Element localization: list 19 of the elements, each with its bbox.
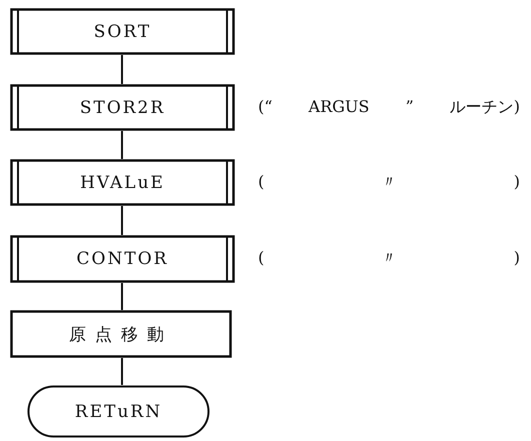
subroutine-box	[10, 159, 235, 206]
subroutine-box	[10, 235, 235, 283]
subroutine-box	[10, 8, 235, 55]
connector-line	[121, 55, 123, 84]
box-label: HVALuE	[80, 172, 165, 192]
process-box	[10, 310, 232, 358]
annotation-text: (“ ARGUS ” ルーチン)	[258, 96, 520, 118]
box-label: SORT	[94, 22, 152, 42]
subroutine-box	[10, 84, 235, 131]
box-label: 原点移動	[69, 324, 173, 346]
connector-line	[121, 131, 123, 159]
box-label: RETuRN	[74, 402, 162, 422]
connector-line	[121, 206, 123, 235]
box-label: CONTOR	[76, 249, 168, 269]
annotation-text: ( 〃 )	[258, 248, 520, 269]
annotation-text: ( 〃 )	[258, 172, 520, 192]
connector-line	[121, 358, 123, 385]
box-label: STOR2R	[80, 98, 166, 118]
connector-line	[121, 283, 123, 310]
